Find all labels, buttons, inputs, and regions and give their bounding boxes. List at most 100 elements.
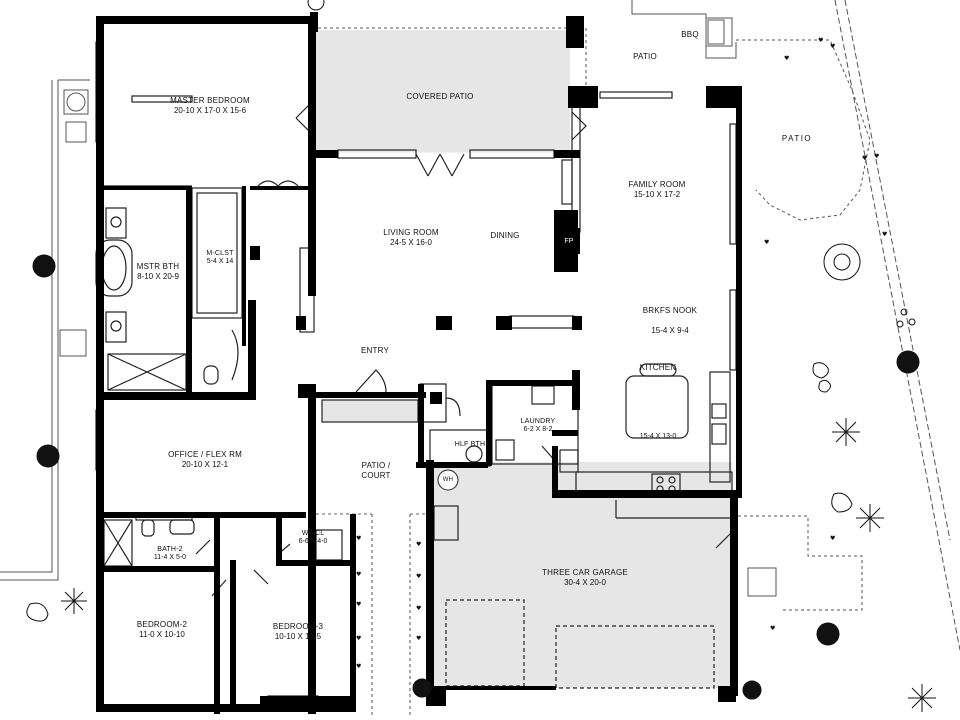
room-name: COVERED PATIO	[406, 92, 474, 101]
room-name-line2: COURT	[361, 471, 391, 480]
room-office: OFFICE / FLEX RM 20-10 X 12-1	[150, 450, 260, 470]
room-bath-2: BATH-2 11-4 X 5-0	[140, 546, 200, 562]
room-name: BRKFS NOOK	[642, 306, 698, 315]
room-name: MSTR BTH	[136, 262, 180, 271]
svg-text:♥: ♥	[770, 625, 775, 632]
thick-walls	[96, 12, 742, 714]
room-dims: 6-2 X 8-2	[523, 426, 553, 433]
room-name: KITCHEN	[639, 363, 677, 372]
room-name: BEDROOM-3	[272, 622, 324, 631]
room-dims: 11-0 X 10-10	[139, 630, 185, 639]
room-name: LAUNDRY	[520, 418, 556, 425]
room-dims: 8-10 X 20-9	[137, 272, 179, 281]
room-name: DINING	[490, 231, 520, 240]
room-patio-top: PATIO	[620, 52, 670, 62]
room-name: W/I CL	[301, 530, 325, 537]
svg-text:♥: ♥	[356, 571, 361, 578]
room-dims: 5-4 X 14	[206, 258, 234, 265]
room-name: LIVING ROOM	[383, 228, 439, 237]
room-m-closet: M-CLST 5-4 X 14	[200, 250, 240, 266]
shrub-4	[816, 622, 840, 646]
room-dims: 30-4 X 20-0	[564, 578, 606, 587]
room-dims: 15-10 X 17-2	[633, 190, 681, 199]
room-dims: 15-4 X 9-4	[651, 326, 689, 335]
room-entry: ENTRY	[352, 346, 398, 356]
fireplace-box	[554, 228, 580, 254]
room-living-room: LIVING ROOM 24-5 X 16-0	[366, 228, 456, 248]
kitchen-island	[625, 375, 689, 439]
svg-text:♥: ♥	[830, 43, 835, 50]
svg-text:♥: ♥	[356, 635, 361, 642]
left-lot-line	[0, 80, 59, 581]
svg-text:♥: ♥	[356, 601, 361, 608]
right-lot-line	[834, 0, 960, 651]
room-breakfast-nook: BRKFS NOOK 15-4 X 9-4	[630, 306, 710, 336]
room-name: OFFICE / FLEX RM	[168, 450, 242, 459]
gray-floor-areas	[316, 30, 732, 688]
svg-text:♥: ♥	[862, 155, 867, 162]
water-heater-symbol	[437, 469, 459, 491]
room-dims: 6-6 X 4-0	[298, 538, 328, 545]
shrub-1	[32, 254, 56, 278]
room-name: BEDROOM-2	[136, 620, 188, 629]
covered-patio-floor	[316, 30, 570, 154]
svg-text:♥: ♥	[882, 231, 887, 238]
room-mstr-bath: MSTR BTH 8-10 X 20-9	[128, 262, 188, 282]
landscape-plants: ♥♥ ♥♥ ♥♥ ♥♥ ♥♥ ♥♥ ♥♥ ♥♥ ♥♥	[26, 0, 936, 712]
room-name: FAMILY ROOM	[628, 180, 686, 189]
room-dims: 24-5 X 16-0	[390, 238, 432, 247]
room-dims: 20-10 X 12-1	[181, 460, 229, 469]
room-name: M-CLST	[206, 250, 234, 257]
room-bbq: BBQ	[672, 30, 708, 40]
room-patio-right: PATIO	[772, 134, 822, 144]
svg-text:♥: ♥	[416, 605, 421, 612]
svg-text:♥: ♥	[356, 535, 361, 542]
svg-text:♥: ♥	[356, 663, 361, 670]
svg-text:♥: ♥	[416, 541, 421, 548]
room-walk-in-closet: W/I CL 6-6 X 4-0	[290, 530, 336, 546]
room-patio-court: PATIO / COURT	[346, 461, 406, 481]
room-family-room: FAMILY ROOM 15-10 X 17-2	[612, 180, 702, 200]
room-kitchen-dims: 15-4 X 13-0	[628, 433, 688, 441]
patio-pad-2	[747, 567, 777, 597]
room-name: PATIO	[633, 52, 657, 61]
room-garage: THREE CAR GARAGE 30-4 X 20-0	[530, 568, 640, 588]
room-name: PATIO	[781, 134, 813, 143]
room-dims: 10-10 X 13-5	[274, 632, 322, 641]
svg-text:♥: ♥	[764, 239, 769, 246]
room-name: THREE CAR GARAGE	[542, 568, 628, 577]
svg-text:♥: ♥	[416, 573, 421, 580]
room-name: ENTRY	[361, 346, 389, 355]
room-dining: DINING	[480, 231, 530, 241]
room-laundry: LAUNDRY 6-2 X 8-2	[510, 418, 566, 434]
shrub-3	[896, 350, 920, 374]
right-patio-dashed	[736, 39, 871, 221]
room-name: BBQ	[681, 30, 699, 39]
svg-text:♥: ♥	[416, 635, 421, 642]
patio-pad-1	[59, 329, 87, 357]
room-dims: 11-4 X 5-0	[153, 554, 187, 561]
room-name: WH	[442, 477, 454, 483]
shrub-2	[36, 444, 60, 468]
room-kitchen-name: KITCHEN	[630, 363, 686, 373]
svg-text:♥: ♥	[818, 37, 823, 44]
bbq-unit	[705, 17, 733, 47]
room-name: FP	[564, 238, 574, 245]
stepping-stone	[26, 602, 49, 622]
room-name: HLF BTH	[454, 441, 486, 448]
room-half-bath: HLF BTH	[450, 441, 490, 449]
room-name: MASTER BEDROOM	[170, 96, 250, 105]
court-walk-floor	[322, 400, 418, 422]
garage-floor	[434, 462, 732, 688]
flower-plant	[823, 243, 861, 281]
room-bedroom-2: BEDROOM-2 11-0 X 10-10	[126, 620, 198, 640]
room-water-heater: WH	[438, 476, 458, 484]
room-master-bedroom: MASTER BEDROOM 20-10 X 17-0 X 15-6	[150, 96, 270, 116]
room-name: BATH-2	[157, 546, 183, 553]
top-patio-outline	[631, 0, 737, 59]
room-covered-patio: COVERED PATIO	[380, 92, 500, 102]
svg-text:♥: ♥	[784, 55, 789, 62]
svg-text:♥: ♥	[874, 153, 879, 160]
